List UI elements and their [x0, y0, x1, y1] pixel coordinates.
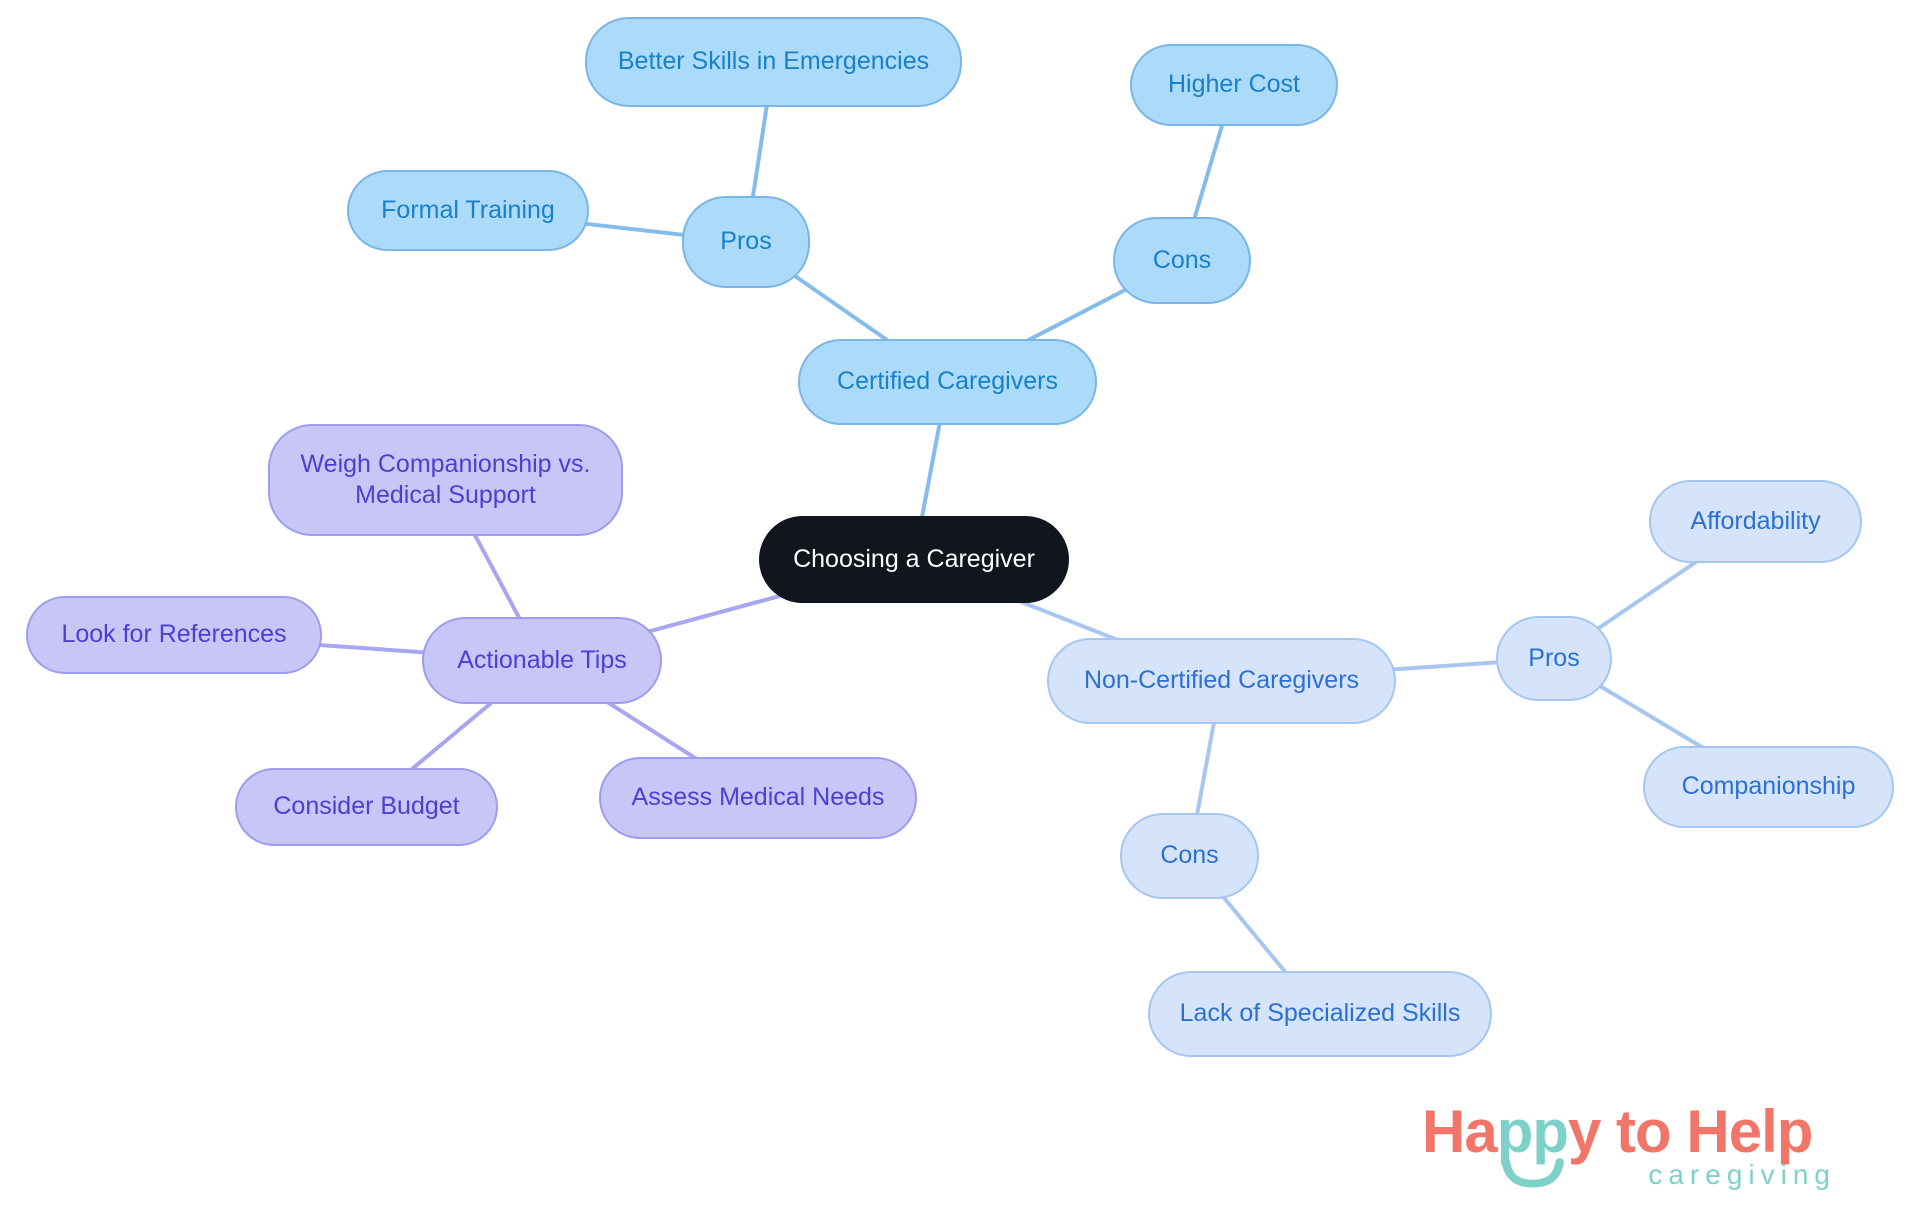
node-label: Companionship [1681, 772, 1856, 801]
node-label: Formal Training [381, 195, 555, 224]
node-label: Cons [1160, 841, 1219, 870]
node-formal-training[interactable]: Formal Training [347, 170, 589, 251]
node-label: Pros [720, 227, 772, 256]
logo-text-pp: pp [1496, 1098, 1569, 1188]
logo-text-help: Help [1686, 1098, 1813, 1165]
node-central[interactable]: Choosing a Caregiver [759, 516, 1069, 603]
logo-text-y: y [1568, 1098, 1601, 1165]
node-cons-noncert[interactable]: Cons [1120, 813, 1259, 899]
node-consider-budget[interactable]: Consider Budget [235, 768, 498, 846]
logo-text-ha: Ha [1422, 1098, 1498, 1165]
node-pros-certified[interactable]: Pros [682, 196, 810, 288]
node-actionable-tips[interactable]: Actionable Tips [422, 617, 662, 704]
node-non-certified-caregivers[interactable]: Non-Certified Caregivers [1047, 638, 1396, 724]
logo-subtitle: caregiving [1648, 1159, 1836, 1190]
node-label: Better Skills in Emergencies [617, 47, 930, 76]
smile-icon [1501, 1157, 1564, 1188]
node-companionship[interactable]: Companionship [1643, 746, 1894, 828]
node-label: Cons [1152, 245, 1212, 274]
node-label: Consider Budget [273, 792, 460, 821]
node-label: Choosing a Caregiver [793, 544, 1035, 573]
node-label: Weigh Companionship vs. Medical Support [300, 449, 591, 509]
node-certified-caregivers[interactable]: Certified Caregivers [798, 339, 1097, 425]
node-lack-skills[interactable]: Lack of Specialized Skills [1148, 971, 1492, 1057]
node-label: Higher Cost [1168, 70, 1300, 99]
node-label: Non-Certified Caregivers [1083, 666, 1360, 695]
node-higher-cost[interactable]: Higher Cost [1130, 44, 1338, 126]
node-assess-medical[interactable]: Assess Medical Needs [599, 757, 917, 839]
node-label: Assess Medical Needs [631, 783, 885, 812]
node-label: Affordability [1690, 506, 1821, 535]
node-label: Pros [1528, 643, 1580, 672]
node-cons-certified[interactable]: Cons [1113, 217, 1251, 304]
node-label: Look for References [61, 620, 287, 649]
node-affordability[interactable]: Affordability [1649, 480, 1862, 563]
node-label: Actionable Tips [457, 645, 627, 674]
logo-text-to: to [1600, 1098, 1687, 1165]
logo-pp-letters: pp [1496, 1098, 1569, 1165]
node-look-references[interactable]: Look for References [26, 596, 322, 674]
node-label: Certified Caregivers [837, 367, 1058, 396]
node-pros-noncert[interactable]: Pros [1496, 616, 1612, 701]
node-label: Lack of Specialized Skills [1179, 999, 1461, 1028]
node-better-skills[interactable]: Better Skills in Emergencies [585, 17, 962, 107]
node-weigh-companionship[interactable]: Weigh Companionship vs. Medical Support [268, 424, 623, 536]
